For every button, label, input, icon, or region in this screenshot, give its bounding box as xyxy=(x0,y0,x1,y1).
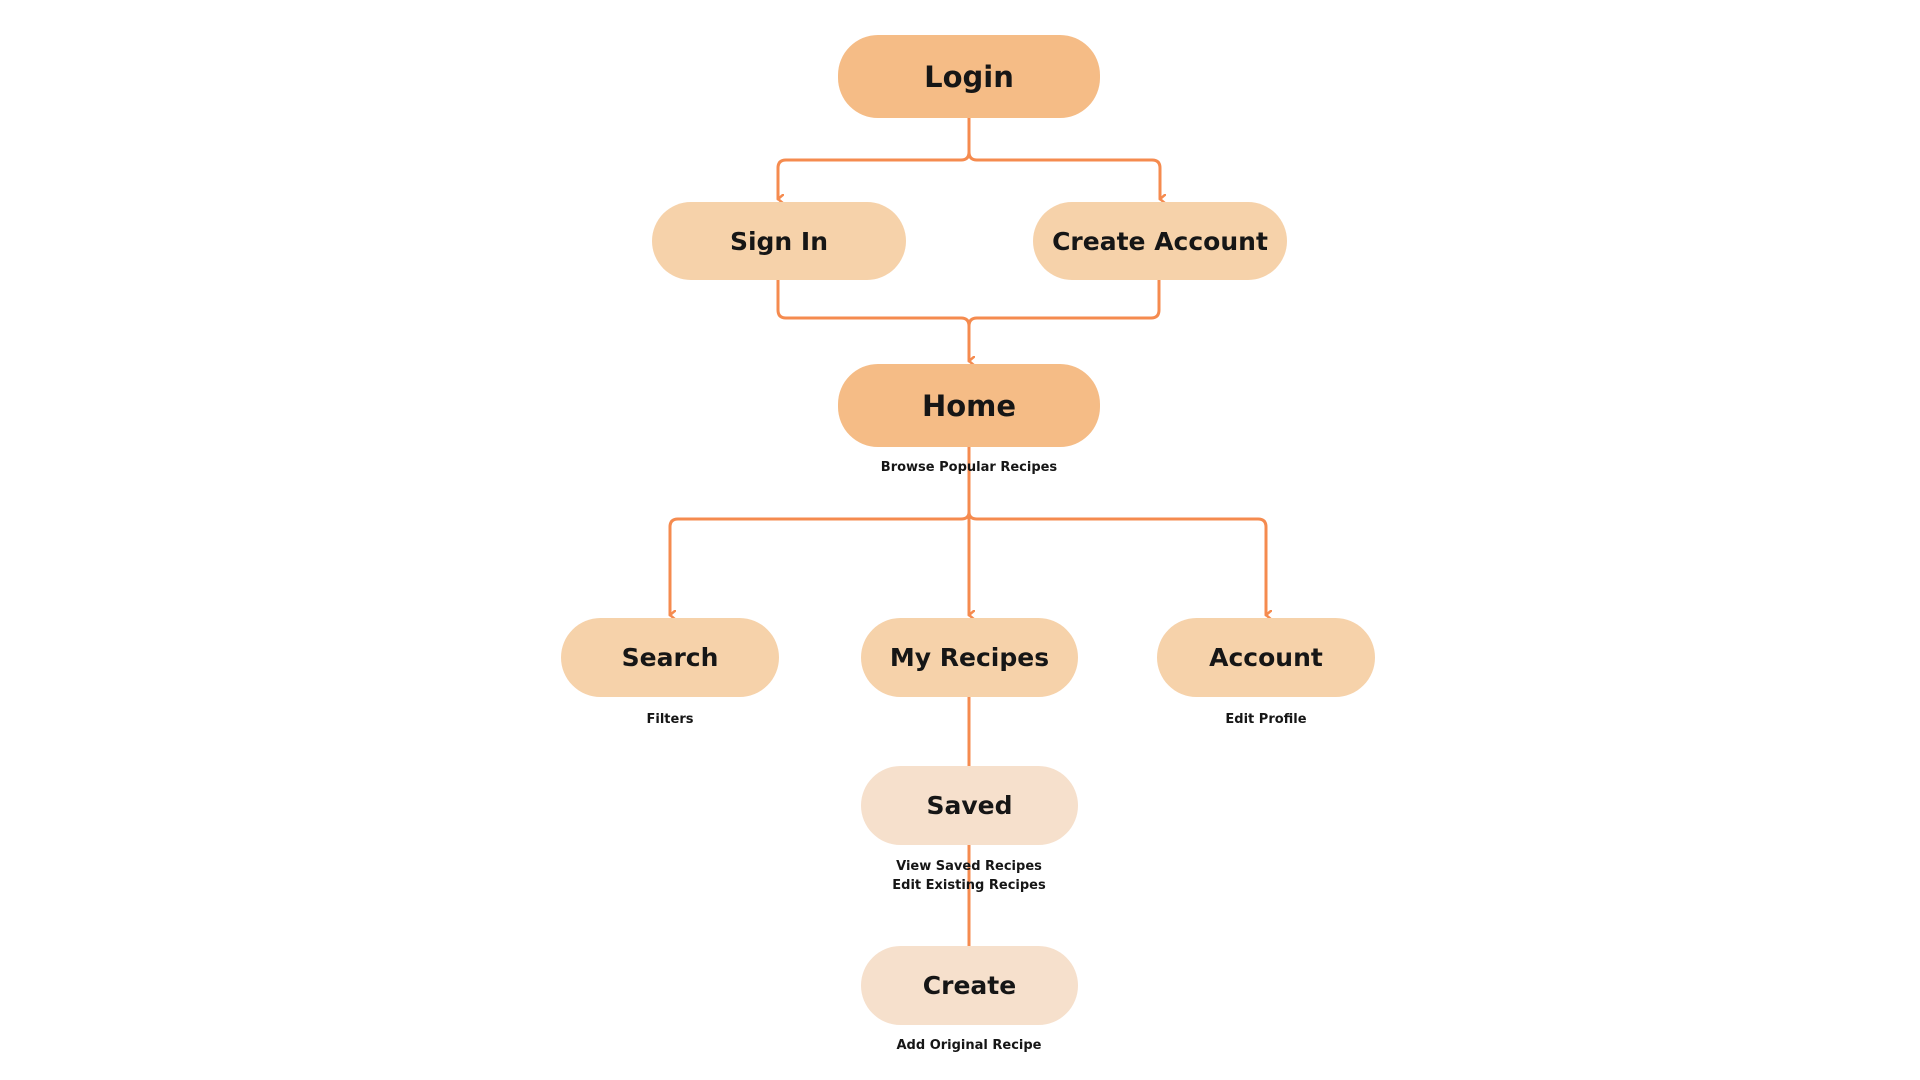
edge-create-account-home xyxy=(967,278,1161,328)
note-account-text: Edit Profile xyxy=(1225,712,1307,727)
note-search-text: Filters xyxy=(646,712,694,727)
note-home-text: Browse Popular Recipes xyxy=(880,460,1058,475)
node-create-account: Create Account xyxy=(1033,202,1287,280)
note-saved-line-1: View Saved Recipes xyxy=(896,859,1042,874)
note-create: Add Original Recipe xyxy=(819,1036,1119,1055)
edge-signin-home xyxy=(776,278,969,361)
node-sign-in: Sign In xyxy=(652,202,906,280)
node-my-recipes: My Recipes xyxy=(861,618,1078,697)
note-search: Filters xyxy=(570,710,770,729)
node-saved-label: Saved xyxy=(926,791,1013,820)
node-home: Home xyxy=(838,364,1100,447)
node-create-account-label: Create Account xyxy=(1052,226,1268,256)
note-saved: View Saved Recipes Edit Existing Recipes xyxy=(819,857,1119,895)
note-home: Browse Popular Recipes xyxy=(819,458,1119,477)
node-sign-in-label: Sign In xyxy=(729,226,829,256)
node-login: Login xyxy=(838,35,1100,118)
note-create-text: Add Original Recipe xyxy=(896,1038,1042,1053)
node-login-label: Login xyxy=(924,59,1014,94)
node-account: Account xyxy=(1157,618,1375,697)
node-saved: Saved xyxy=(861,766,1078,845)
note-saved-line-2: Edit Existing Recipes xyxy=(892,878,1046,893)
edge-home-search xyxy=(668,510,971,615)
edge-login-create-account xyxy=(967,150,1160,199)
node-my-recipes-label: My Recipes xyxy=(889,643,1050,672)
node-create-label: Create xyxy=(922,971,1017,1000)
edge-home-account xyxy=(967,510,1266,615)
note-account: Edit Profile xyxy=(1166,710,1366,729)
node-search-label: Search xyxy=(621,643,719,672)
node-create: Create xyxy=(861,946,1078,1025)
edge-login-signin xyxy=(776,116,971,199)
node-home-label: Home xyxy=(921,388,1017,423)
node-search: Search xyxy=(561,618,779,697)
node-account-label: Account xyxy=(1209,643,1323,672)
